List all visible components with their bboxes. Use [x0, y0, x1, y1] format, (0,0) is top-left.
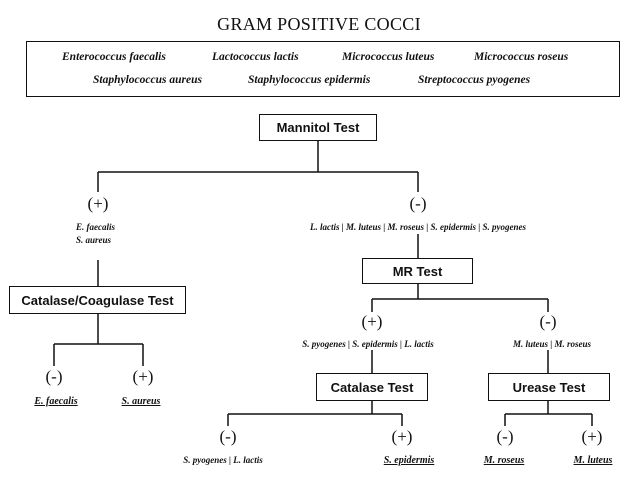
- result-m-luteus: M. luteus: [573, 455, 613, 466]
- organism-staphylococcus-aureus: Staphylococcus aureus: [93, 74, 202, 86]
- mr-test-box: MR Test: [362, 258, 473, 284]
- mannitol-test-box: Mannitol Test: [259, 114, 377, 141]
- connector-urease: [504, 401, 593, 426]
- urease-test-box: Urease Test: [488, 373, 610, 401]
- urease-positive-sign: (+): [581, 427, 603, 446]
- urease-negative-sign: (-): [496, 427, 514, 446]
- group-label-mr-positive: S. pyogenes | S. epidermis | L. lactis: [302, 339, 434, 349]
- organism-staphylococcus-epidermis: Staphylococcus epidermis: [248, 74, 371, 86]
- connector-mr: [371, 284, 549, 312]
- organism-micrococcus-luteus: Micrococcus luteus: [342, 51, 435, 63]
- result-m-roseus: M. roseus: [483, 455, 525, 466]
- coagulase-positive-sign: (+): [132, 367, 154, 386]
- diagram-title: GRAM POSITIVE COCCI: [217, 14, 421, 34]
- organism-enterococcus-faecalis: Enterococcus faecalis: [62, 51, 166, 63]
- organism-streptococcus-pyogenes: Streptococcus pyogenes: [418, 74, 531, 86]
- catalase-negative-sign: (-): [219, 427, 237, 446]
- organism-micrococcus-roseus: Micrococcus roseus: [474, 51, 569, 63]
- group-label-mr-negative: M. luteus | M. roseus: [512, 339, 592, 349]
- mannitol-positive-sign: (+): [87, 194, 109, 213]
- catalase-test-box: Catalase Test: [316, 373, 428, 401]
- group-label-mannitol-negative: L. lactis | M. luteus | M. roseus | S. e…: [310, 222, 526, 232]
- connector-mannitol: [97, 141, 419, 192]
- group-label-catalase-negative: S. pyogenes | L. lactis: [183, 455, 263, 465]
- group-label-e-faecalis: E. faecalis: [76, 222, 115, 232]
- result-e-faecalis: E. faecalis: [34, 396, 78, 407]
- mr-negative-sign: (-): [539, 312, 557, 331]
- mr-positive-sign: (+): [361, 312, 383, 331]
- connector-coagulase: [53, 314, 144, 366]
- mannitol-negative-sign: (-): [409, 194, 427, 213]
- result-s-epidermis: S. epidermis: [383, 455, 435, 466]
- result-s-aureus: S. aureus: [121, 396, 161, 407]
- catalase-positive-sign: (+): [391, 427, 413, 446]
- coagulase-negative-sign: (-): [45, 367, 63, 386]
- catalase-coagulase-test-box: Catalase/Coagulase Test: [9, 286, 186, 314]
- organism-list-box: [26, 41, 620, 97]
- connector-catalase: [227, 401, 403, 426]
- organism-lactococcus-lactis: Lactococcus lactis: [212, 51, 299, 63]
- group-label-s-aureus: S. aureus: [76, 235, 112, 245]
